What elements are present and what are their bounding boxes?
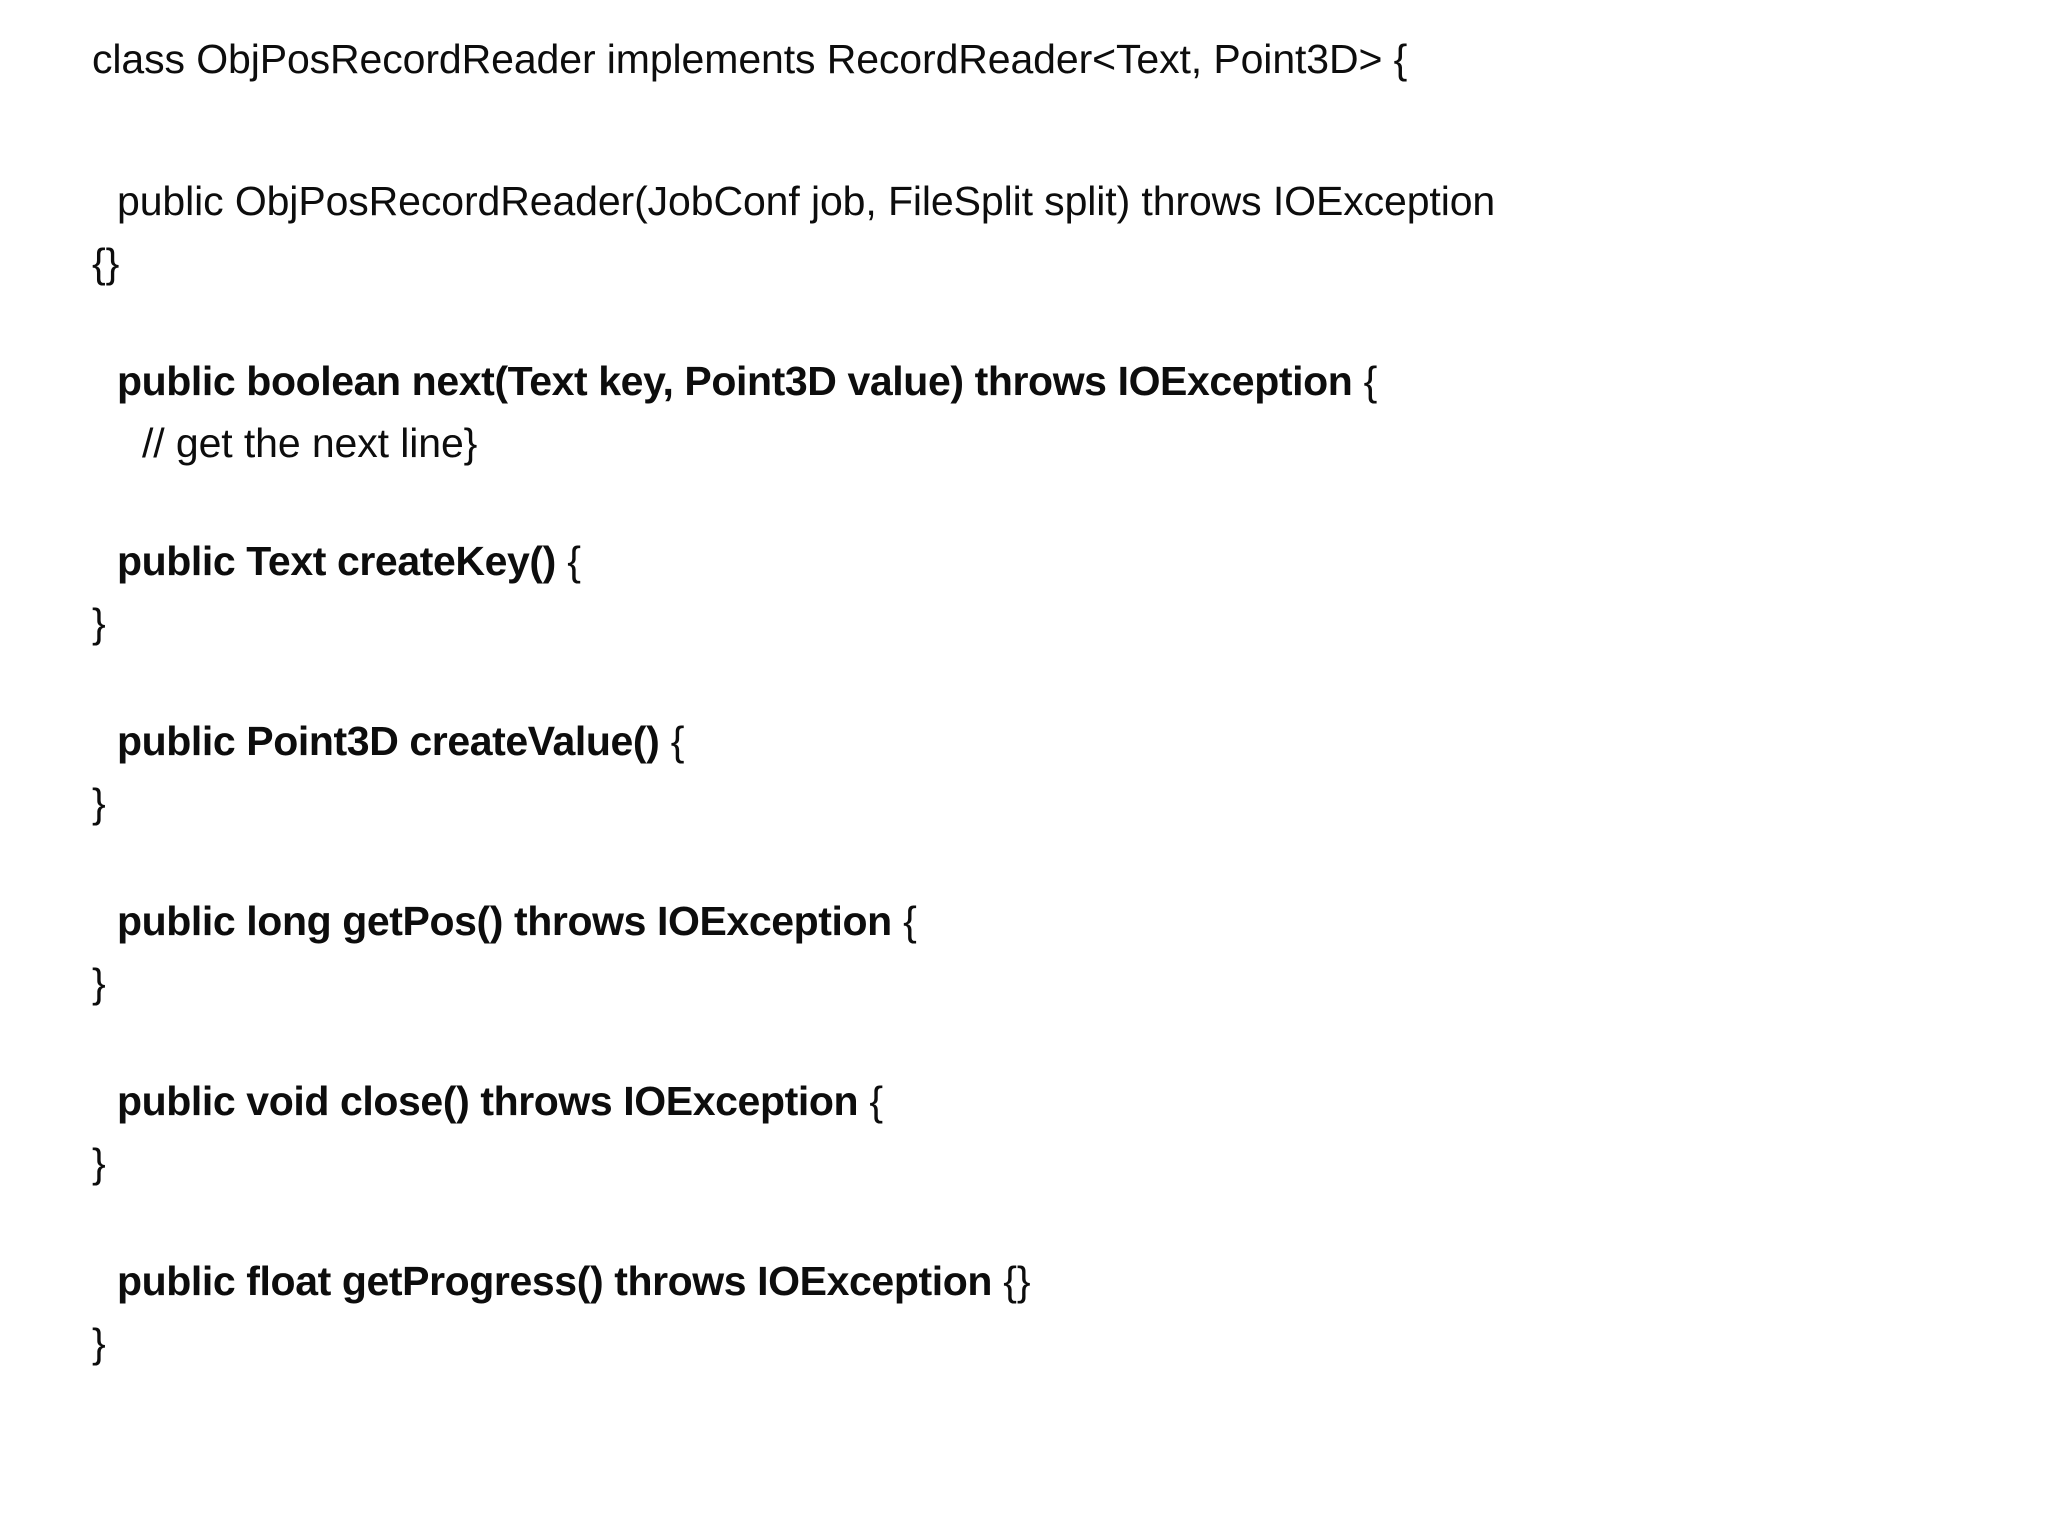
- code-span-close-bold: public void close() throws IOException: [117, 1078, 859, 1124]
- code-block: class ObjPosRecordReader implements Reco…: [92, 28, 1972, 1374]
- code-span-close-brace: {: [858, 1078, 884, 1124]
- code-line-close-close: }: [92, 1140, 106, 1186]
- spacer: [92, 294, 1972, 350]
- code-span-createvalue-brace: {: [659, 718, 685, 764]
- code-line-class-declaration: class ObjPosRecordReader implements Reco…: [92, 36, 1408, 82]
- code-line-constructor-signature: public ObjPosRecordReader(JobConf job, F…: [117, 178, 1496, 224]
- code-line-createvalue-signature: public Point3D createValue() {: [92, 710, 1972, 772]
- code-line-createkey-close: }: [92, 600, 106, 646]
- code-span-getprogress-brace: {}: [992, 1258, 1031, 1304]
- spacer: [92, 834, 1972, 890]
- code-span-getpos-brace: {: [891, 898, 917, 944]
- code-line-getpos-signature: public long getPos() throws IOException …: [92, 890, 1972, 952]
- spacer: [92, 1014, 1972, 1070]
- code-line-getprogress-signature: public float getProgress() throws IOExce…: [92, 1250, 1972, 1312]
- code-span-createkey-bold: public Text createKey(): [117, 538, 556, 584]
- code-span-next-bold: public boolean next(Text key, Point3D va…: [117, 358, 1353, 404]
- code-line-next-comment: // get the next line}: [142, 420, 478, 466]
- spacer: [92, 90, 1972, 170]
- code-span-getpos-bold: public long getPos() throws IOException: [117, 898, 892, 944]
- spacer: [92, 654, 1972, 710]
- code-span-next-brace: {: [1352, 358, 1378, 404]
- code-line-createkey-signature: public Text createKey() {: [92, 530, 1972, 592]
- code-line-constructor-body: {}: [92, 240, 120, 286]
- code-line-getpos-close: }: [92, 960, 106, 1006]
- code-line-close-signature: public void close() throws IOException {: [92, 1070, 1972, 1132]
- spacer: [92, 1194, 1972, 1250]
- code-span-getprogress-bold: public float getProgress() throws IOExce…: [117, 1258, 992, 1304]
- code-line-getprogress-close: }: [92, 1320, 106, 1366]
- code-span-createvalue-bold: public Point3D createValue(): [117, 718, 660, 764]
- spacer: [92, 474, 1972, 530]
- code-span-createkey-brace: {: [555, 538, 581, 584]
- code-line-createvalue-close: }: [92, 780, 106, 826]
- code-line-next-signature: public boolean next(Text key, Point3D va…: [92, 350, 1972, 412]
